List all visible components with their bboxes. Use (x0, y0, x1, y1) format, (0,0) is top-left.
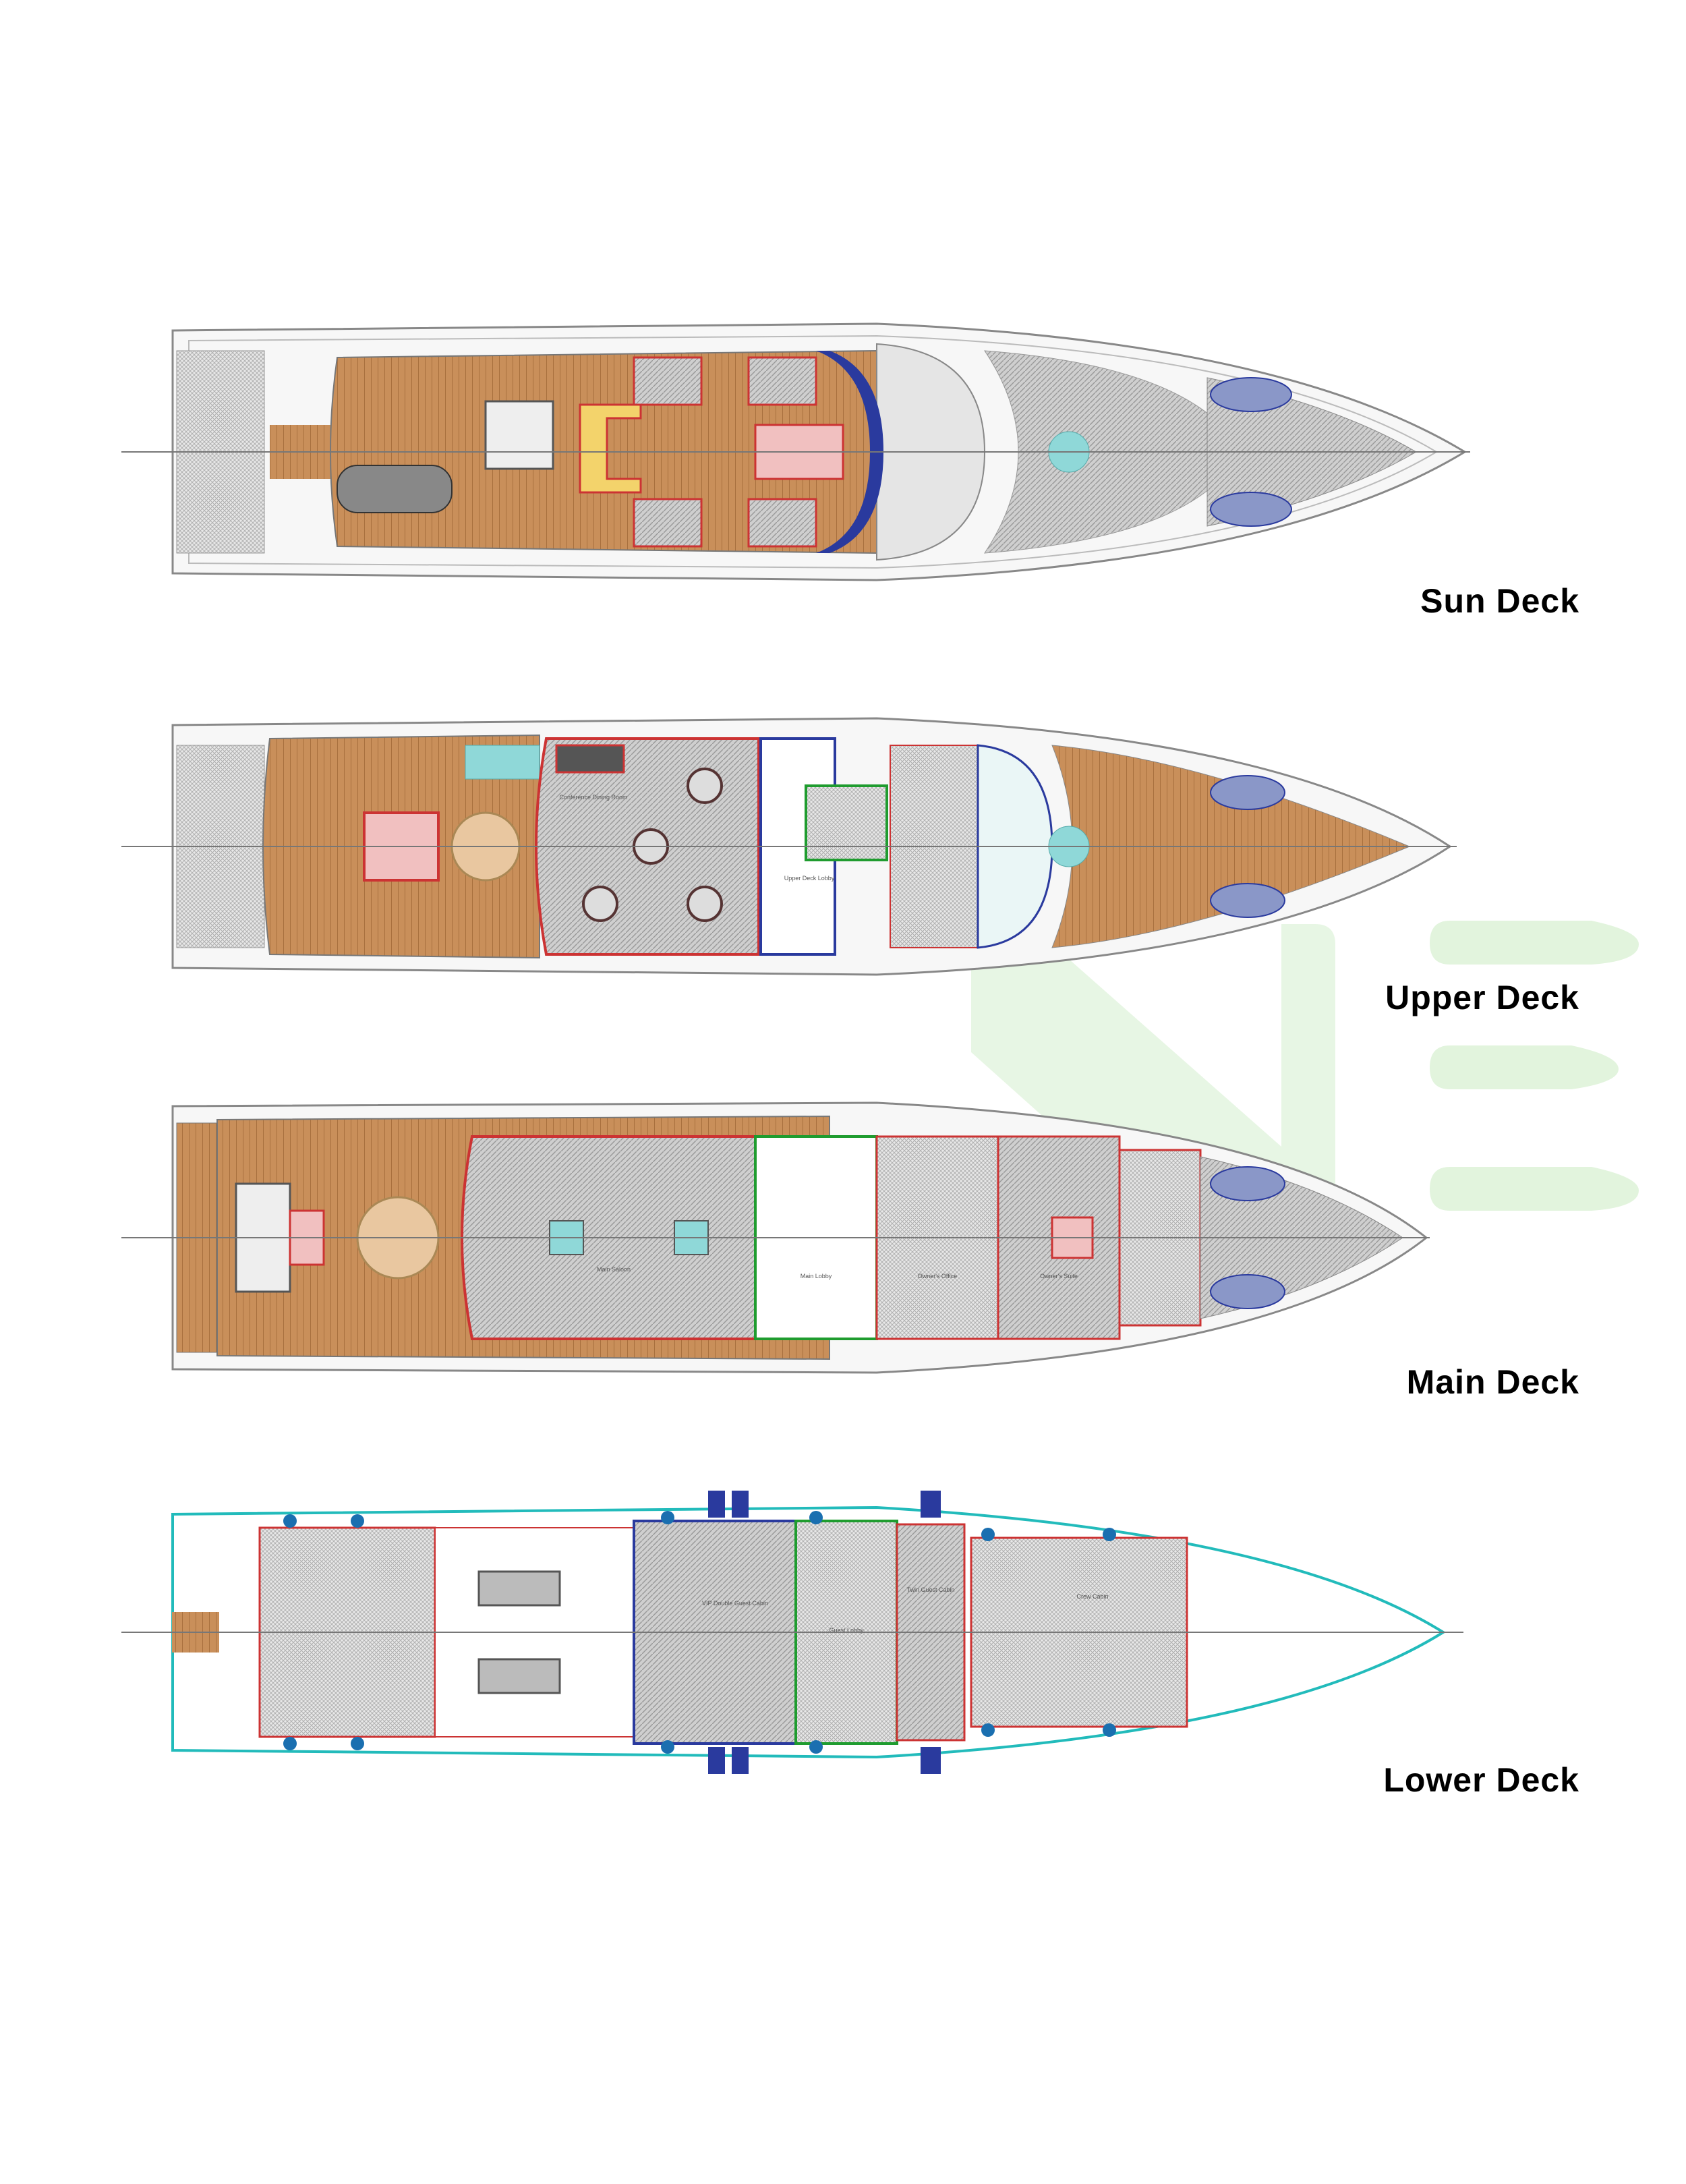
tender-starboard (1210, 1274, 1285, 1309)
portholes (283, 1511, 1116, 1754)
room-label: Upper Deck Lobby (784, 875, 835, 882)
main-deck-plan[interactable]: Main Saloon Main Lobby Owner's Office Ow… (121, 1101, 1430, 1374)
room-label: VIP Double Guest Cabin (702, 1600, 768, 1607)
tender-port (1210, 1166, 1285, 1201)
tender-port (1210, 377, 1292, 412)
upper-deck-plan[interactable]: Conference Dining Room Upper Deck Lobby (121, 717, 1457, 976)
room-label: Crew Cabin (1076, 1593, 1108, 1600)
main-deck-label: Main Deck (1406, 1363, 1579, 1401)
bar-counter (579, 403, 642, 494)
tender-port (1210, 775, 1285, 810)
room-label: Main Saloon (597, 1266, 631, 1273)
sun-deck-plan[interactable] (121, 322, 1470, 581)
lower-deck-label: Lower Deck (1383, 1761, 1579, 1799)
room-label: Conference Dining Room (559, 794, 627, 801)
room-label: Owner's Office (918, 1273, 958, 1280)
bar (555, 744, 625, 774)
lower-deck-plan[interactable]: VIP Double Guest Cabin Guest Lobby Twin … (121, 1491, 1463, 1774)
stabilizer-fins (708, 1491, 941, 1774)
jacuzzi (484, 400, 554, 470)
room-label: Guest Lobby (829, 1627, 864, 1634)
room-label: Main Lobby (801, 1273, 832, 1280)
jet-ski (337, 465, 453, 513)
sun-deck-label: Sun Deck (1420, 582, 1579, 620)
room-label: Owner's Suite (1040, 1273, 1078, 1280)
upper-deck-label: Upper Deck (1385, 979, 1579, 1016)
sunbed-cluster (633, 356, 817, 548)
room-label: Twin Guest Cabin (906, 1586, 954, 1593)
tender-starboard (1210, 492, 1292, 527)
windscreen (816, 351, 883, 553)
tender-starboard (1210, 883, 1285, 918)
